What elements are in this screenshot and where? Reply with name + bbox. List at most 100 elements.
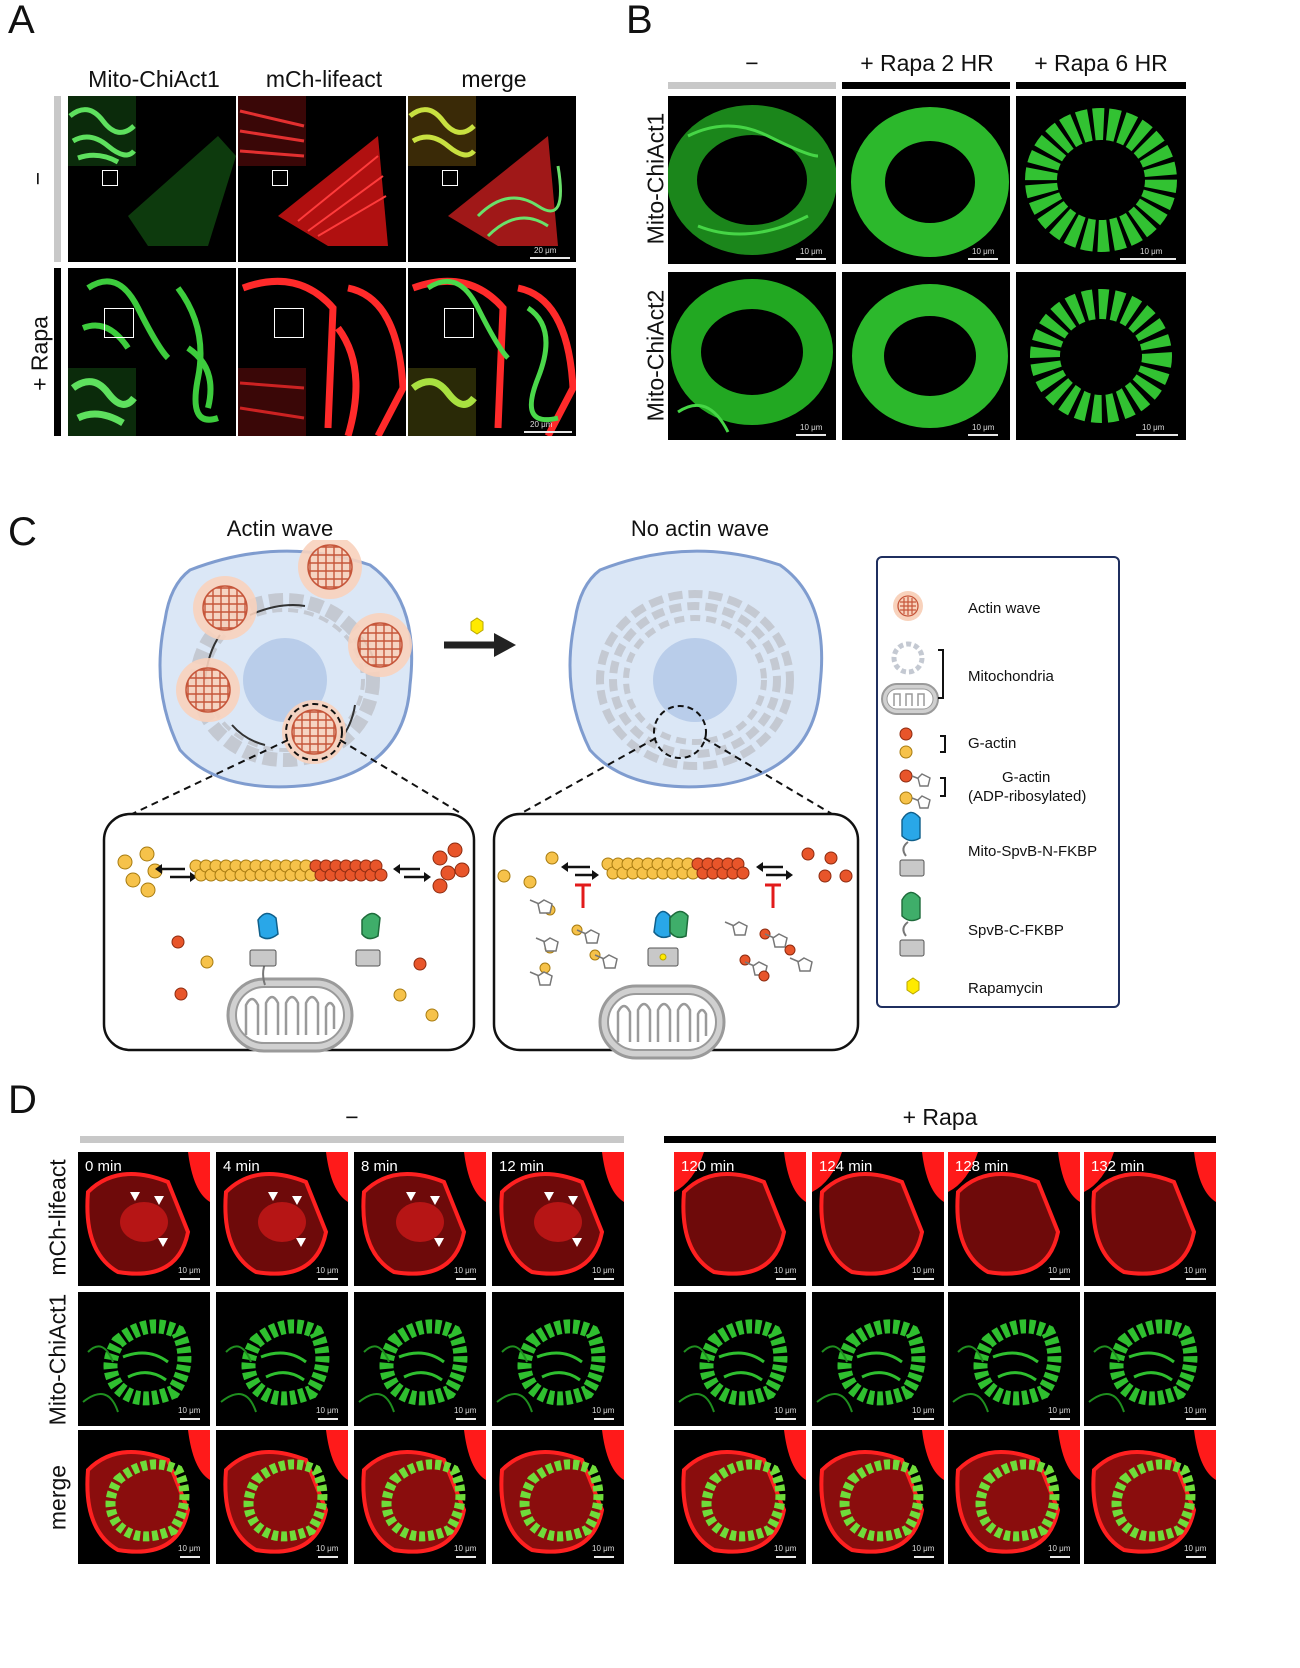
panel-b-scalebar [1136,434,1178,436]
panel-d-control-bar [80,1136,624,1143]
scalebar [594,1278,614,1280]
panel-d-img-mito-right-3: 10 μm [1084,1292,1216,1426]
scalebar [594,1556,614,1558]
panel-b-control-bar [668,82,836,89]
arrowhead-icon [544,1192,554,1201]
time-label: 132 min [1091,1158,1145,1175]
panel-b-scalebar [796,258,826,260]
legend-label-g-actin: G-actin [968,735,1017,752]
panel-d-img-mito-right-1: 10 μm [812,1292,944,1426]
scalebar-label: 10 μm [178,1266,201,1275]
panel-a-scalebar [524,431,572,433]
legend-label-spvb-n: Mito-SpvB-N-FKBP [968,843,1098,860]
panel-a-roi-box [104,308,134,338]
scalebar [456,1278,476,1280]
scalebar [914,1418,934,1420]
panel-d-img-merge-right-3: 10 μm [1084,1430,1216,1564]
arrowhead-icon [154,1196,164,1205]
scalebar-label: 10 μm [454,1406,477,1415]
panel-d-img-lifeact-right-3: 10 μm 132 min [1084,1152,1216,1286]
arrowhead-icon [268,1192,278,1201]
panel-d-row-mito: Mito-ChiAct1 [44,1293,71,1426]
scalebar-label: 10 μm [592,1406,615,1415]
panel-d-img-mito-right-2: 10 μm [948,1292,1080,1426]
scalebar-label: 10 μm [1184,1266,1207,1275]
panel-b-scalebar-label: 10 μm [800,247,823,256]
panel-b-scalebar-label: 10 μm [972,247,995,256]
scalebar [776,1418,796,1420]
panel-d-img-mito-left-0: 10 μm [78,1292,210,1426]
panel-letter-b: B [626,0,653,42]
panel-b-scalebar-label: 10 μm [1140,247,1163,256]
panel-a-roi-box [442,170,458,186]
panel-b-img-chiact1-control [668,96,836,264]
panel-d-row-lifeact: mCh-lifeact [44,1159,71,1276]
panel-d-img-merge-right-0: 10 μm [674,1430,806,1564]
scalebar-label: 10 μm [592,1266,615,1275]
panel-a-img-rapa-mito [68,268,236,436]
scalebar-label: 10 μm [316,1544,339,1553]
panel-c-schematic [102,540,860,1060]
panel-a-roi-box [274,308,304,338]
panel-b-scalebar-label: 10 μm [1142,423,1165,432]
panel-a-col-lifeact: mCh-lifeact [265,66,383,92]
legend-label-actin-wave: Actin wave [968,600,1041,617]
time-label: 0 min [85,1158,122,1175]
panel-b-col-rapa6: + Rapa 6 HR [1034,50,1168,76]
scalebar [318,1556,338,1558]
legend-label-g-actin-adp: G-actin [1002,769,1051,786]
panel-b-img-chiact1-rapa6 [1016,96,1186,264]
panel-a-img-control-lifeact [238,96,406,262]
panel-b-row-chiact1: Mito-ChiAct1 [642,112,669,245]
panel-b-scalebar-label: 10 μm [800,423,823,432]
panel-b-scalebar [796,434,826,436]
scalebar-label: 10 μm [912,1266,935,1275]
scalebar [180,1556,200,1558]
scalebar [914,1278,934,1280]
arrowhead-icon [296,1238,306,1247]
panel-a-rapa-bar [54,268,61,436]
arrowhead-icon [430,1196,440,1205]
panel-c-legend-symbols [881,591,946,995]
panel-b-scalebar [968,434,998,436]
panel-a-row-control: − [24,171,51,186]
time-label: 120 min [681,1158,735,1175]
legend-label-mitochondria: Mitochondria [968,668,1054,685]
scalebar [1050,1418,1070,1420]
panel-a-scalebar [530,257,570,259]
scalebar-label: 10 μm [178,1544,201,1553]
scalebar-label: 10 μm [774,1266,797,1275]
panel-a-col-mito: Mito-ChiAct1 [88,66,220,92]
scalebar-label: 10 μm [1184,1544,1207,1553]
panel-c-legend [876,556,1120,1008]
actin-monomer [736,866,750,880]
arrowhead-icon [434,1238,444,1247]
scalebar-label: 10 μm [912,1544,935,1553]
arrowhead-icon [292,1196,302,1205]
arrowhead-icon [406,1192,416,1201]
actin-monomer [374,868,388,882]
panel-a-roi-box [272,170,288,186]
panel-d-row-merge: merge [44,1464,71,1531]
scalebar-label: 10 μm [178,1406,201,1415]
scalebar-label: 10 μm [1048,1406,1071,1415]
scalebar-label: 10 μm [774,1406,797,1415]
scalebar-label: 10 μm [454,1544,477,1553]
scalebar [1186,1418,1206,1420]
scalebar [594,1418,614,1420]
scalebar [1050,1556,1070,1558]
arrowhead-icon [572,1238,582,1247]
legend-label-spvb-c: SpvB-C-FKBP [968,922,1064,939]
legend-label-adp-ribosylated: (ADP-ribosylated) [968,788,1087,805]
panel-d-header-control: − [345,1104,359,1130]
panel-a-row-rapa: + Rapa [26,316,53,391]
panel-b-rapa2-bar [842,82,1010,89]
panel-d-img-merge-left-1: 10 μm [216,1430,348,1564]
scalebar-label: 10 μm [1048,1266,1071,1275]
scalebar [318,1418,338,1420]
panel-b-scalebar [1120,258,1176,260]
